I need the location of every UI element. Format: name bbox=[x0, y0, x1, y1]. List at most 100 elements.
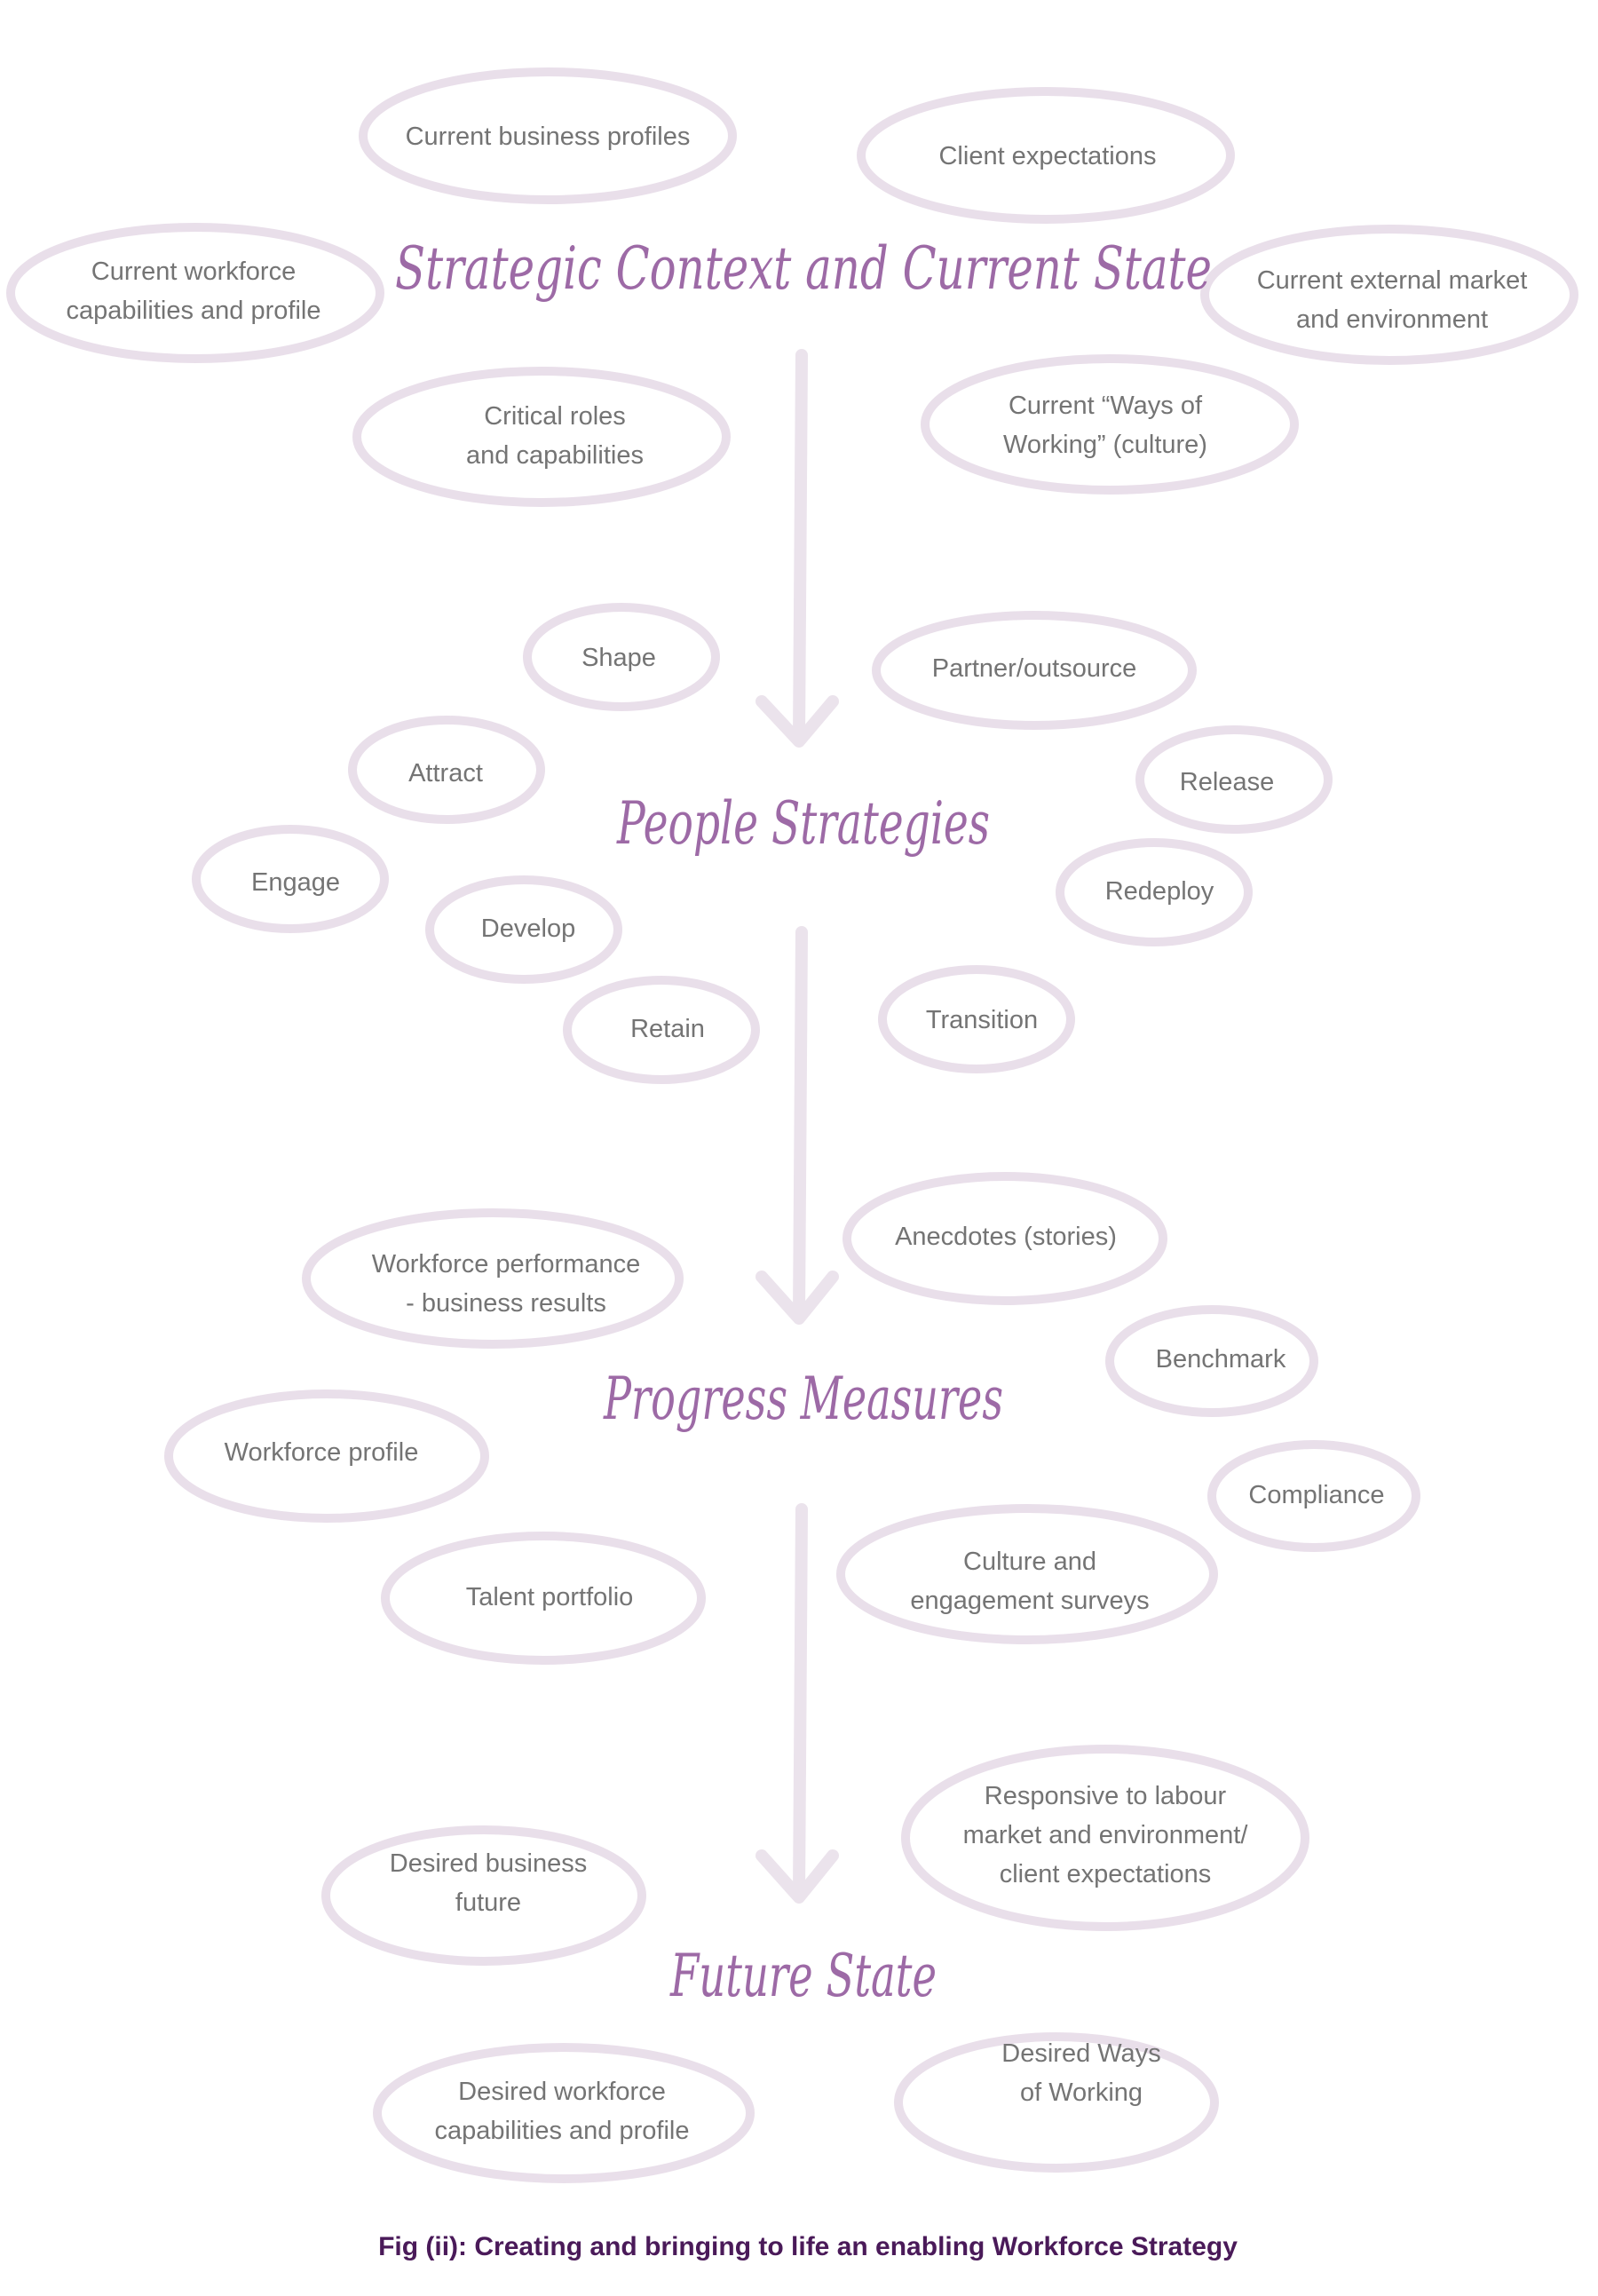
flow-arrows bbox=[755, 349, 839, 1904]
node-ellipse-desired-business-future bbox=[321, 1825, 646, 1966]
node-label-line: Critical roles bbox=[484, 402, 626, 431]
node-ellipse-attract bbox=[348, 716, 545, 824]
node-ellipse-critical-roles bbox=[352, 367, 731, 507]
node-label-line: Shape bbox=[581, 644, 656, 672]
node-ellipse-compliance bbox=[1207, 1440, 1420, 1552]
node-label-benchmark: Benchmark bbox=[1156, 1345, 1286, 1374]
node-label-transition: Transition bbox=[926, 1006, 1038, 1034]
heading-strategic-context: Strategic Context and Current State bbox=[395, 234, 1212, 303]
node-ellipse-shape bbox=[523, 603, 720, 711]
node-label-line: Release bbox=[1180, 768, 1274, 796]
node-ellipse-workforce-performance bbox=[302, 1208, 684, 1349]
node-label-line: Culture and bbox=[963, 1548, 1096, 1576]
node-label-compliance: Compliance bbox=[1248, 1481, 1384, 1509]
node-label-line: Responsive to labour bbox=[985, 1782, 1227, 1810]
node-label-line: Retain bbox=[630, 1015, 705, 1043]
node-label-desired-workforce: Desired workforce capabilities and profil… bbox=[435, 2078, 690, 2145]
node-label-line: of Working bbox=[1020, 2078, 1143, 2107]
node-label-redeploy: Redeploy bbox=[1105, 877, 1214, 906]
node-ellipse-transition bbox=[878, 965, 1075, 1073]
node-label-line: Benchmark bbox=[1156, 1345, 1286, 1374]
arrow-people-to-measures bbox=[755, 926, 839, 1325]
node-ellipse-responsive bbox=[901, 1745, 1309, 1931]
node-ellipse-develop bbox=[425, 875, 622, 984]
node-ellipse-desired-ways bbox=[894, 2032, 1219, 2173]
node-label-line: and capabilities bbox=[466, 441, 644, 470]
node-label-line: Anecdotes (stories) bbox=[895, 1223, 1117, 1251]
node-ellipse-partner-outsource bbox=[872, 611, 1197, 730]
node-label-workforce-performance: Workforce performance - business results bbox=[372, 1250, 640, 1318]
node-ellipse-current-external-market bbox=[1200, 225, 1578, 365]
node-label-line: client expectations bbox=[1000, 1860, 1212, 1888]
node-label-desired-business-future: Desired business future bbox=[390, 1849, 587, 1917]
node-label-line: Develop bbox=[481, 914, 575, 943]
node-label-anecdotes: Anecdotes (stories) bbox=[895, 1223, 1117, 1251]
node-label-line: Workforce profile bbox=[225, 1438, 419, 1467]
node-ellipse-workforce-profile bbox=[164, 1389, 489, 1523]
node-ellipse-anecdotes bbox=[843, 1172, 1167, 1305]
node-ellipse-ways-of-working bbox=[921, 354, 1299, 495]
heading-people-strategies: People Strategies bbox=[616, 789, 990, 858]
figure-caption: Fig (ii): Creating and bringing to life … bbox=[378, 2232, 1238, 2261]
node-ellipse-client-expectations bbox=[857, 87, 1235, 224]
node-label-current-business-profiles: Current business profiles bbox=[406, 123, 691, 151]
node-label-critical-roles: Critical roles and capabilities bbox=[466, 402, 644, 470]
node-ellipse-current-workforce bbox=[6, 223, 384, 363]
arrow-measures-to-future bbox=[755, 1503, 839, 1904]
node-label-retain: Retain bbox=[630, 1015, 705, 1043]
node-label-line: Workforce performance bbox=[372, 1250, 640, 1279]
node-label-ways-of-working: Current “Ways of Working” (culture) bbox=[1003, 392, 1207, 459]
node-label-current-external-market: Current external market and environment bbox=[1257, 266, 1528, 334]
node-label-line: Desired Ways bbox=[1001, 2039, 1160, 2068]
node-label-line: Engage bbox=[251, 868, 340, 897]
node-label-line: capabilities and profile bbox=[67, 297, 321, 325]
node-label-current-workforce: Current workforce capabilities and profil… bbox=[67, 257, 321, 325]
node-ellipse-benchmark bbox=[1105, 1305, 1318, 1417]
node-label-line: Current “Ways of bbox=[1009, 392, 1203, 420]
arrow-context-to-people bbox=[755, 349, 839, 748]
nodes bbox=[6, 67, 1578, 2183]
stage-headings: Strategic Context and Current State Peop… bbox=[395, 234, 1212, 2010]
node-label-line: engagement surveys bbox=[910, 1587, 1149, 1615]
node-label-line: Current external market bbox=[1257, 266, 1528, 295]
heading-progress-measures: Progress Measures bbox=[603, 1365, 1003, 1433]
node-label-shape: Shape bbox=[581, 644, 656, 672]
node-label-line: future bbox=[455, 1888, 521, 1917]
node-label-line: Desired workforce bbox=[458, 2078, 666, 2106]
node-label-attract: Attract bbox=[408, 759, 483, 788]
node-ellipse-culture-surveys bbox=[836, 1504, 1218, 1644]
node-label-line: Current business profiles bbox=[406, 123, 691, 151]
node-label-engage: Engage bbox=[251, 868, 340, 897]
node-label-line: Desired business bbox=[390, 1849, 587, 1878]
node-label-line: Redeploy bbox=[1105, 877, 1214, 906]
node-ellipse-desired-workforce bbox=[373, 2043, 755, 2183]
node-label-line: Compliance bbox=[1248, 1481, 1384, 1509]
node-ellipse-engage bbox=[192, 825, 389, 933]
node-label-line: Attract bbox=[408, 759, 483, 788]
node-label-line: Working” (culture) bbox=[1003, 431, 1207, 459]
node-label-client-expectations: Client expectations bbox=[938, 142, 1156, 170]
node-label-line: - business results bbox=[406, 1289, 606, 1318]
node-label-line: Transition bbox=[926, 1006, 1038, 1034]
node-label-line: Talent portfolio bbox=[466, 1583, 634, 1611]
node-label-line: Partner/outsource bbox=[932, 654, 1137, 683]
node-label-workforce-profile: Workforce profile bbox=[225, 1438, 419, 1467]
node-ellipse-redeploy bbox=[1056, 838, 1253, 946]
node-ellipse-talent-portfolio bbox=[381, 1532, 706, 1665]
node-label-line: Current workforce bbox=[91, 257, 296, 286]
node-label-develop: Develop bbox=[481, 914, 575, 943]
node-label-talent-portfolio: Talent portfolio bbox=[466, 1583, 634, 1611]
node-label-line: capabilities and profile bbox=[435, 2117, 690, 2145]
node-ellipse-current-business-profiles bbox=[359, 67, 737, 204]
node-label-release: Release bbox=[1180, 768, 1274, 796]
node-label-culture-surveys: Culture and engagement surveys bbox=[910, 1548, 1149, 1615]
node-label-line: and environment bbox=[1296, 305, 1488, 334]
node-label-partner-outsource: Partner/outsource bbox=[932, 654, 1137, 683]
node-ellipse-retain bbox=[563, 976, 760, 1084]
heading-future-state: Future State bbox=[669, 1942, 937, 2010]
node-ellipse-release bbox=[1135, 725, 1333, 834]
node-label-desired-ways: Desired Ways of Working bbox=[1001, 2039, 1160, 2107]
